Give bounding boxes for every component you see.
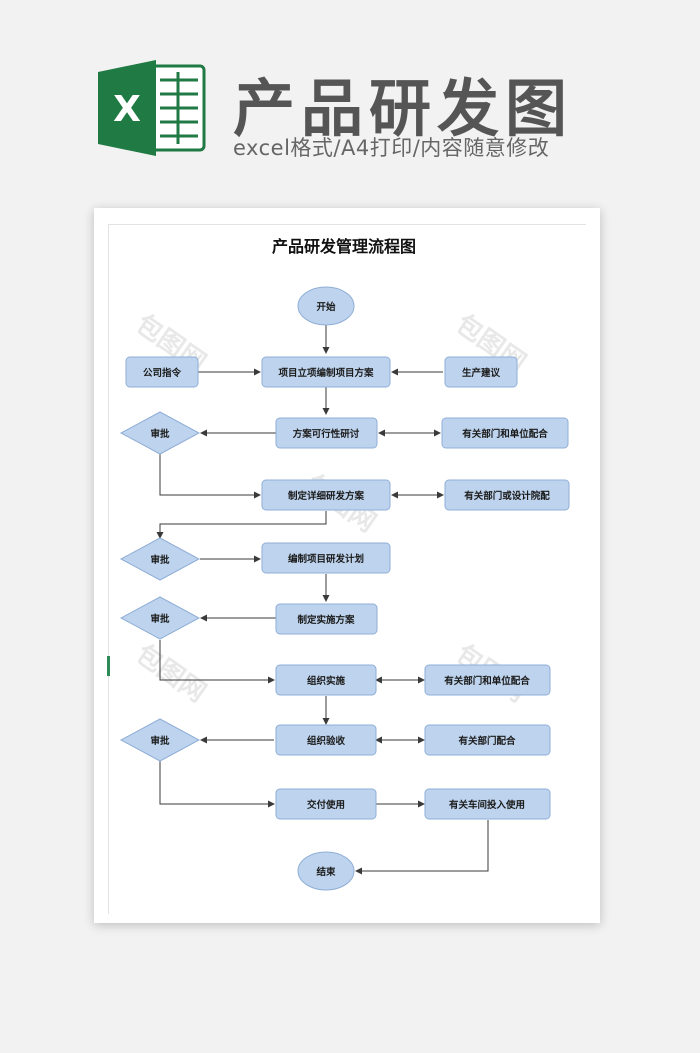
node-dept-cooperate-2-label: 有关部门和单位配合 <box>444 675 530 687</box>
node-feasibility: 方案可行性研讨 <box>275 417 378 449</box>
node-dept-design: 有关部门或设计院配 <box>444 479 570 511</box>
flowchart: 包图网 包图网 包图网 包图网 包图网 产品研发管理流程图 <box>119 237 570 891</box>
node-review-3: 审批 <box>119 596 201 640</box>
connectors <box>156 325 489 875</box>
node-review-3-label: 审批 <box>150 613 170 625</box>
node-review-2-label: 审批 <box>150 554 170 566</box>
node-project-plan: 项目立项编制项目方案 <box>261 356 391 388</box>
node-start-label: 开始 <box>316 301 336 313</box>
node-review-1: 审批 <box>119 411 201 455</box>
arrow-review4-to-delivery <box>159 761 275 808</box>
node-dept-cooperate-1: 有关部门和单位配合 <box>441 417 569 449</box>
node-project-plan-label: 项目立项编制项目方案 <box>278 367 374 379</box>
node-review-2: 审批 <box>119 537 201 581</box>
node-start: 开始 <box>297 286 355 326</box>
page-border-top <box>108 224 586 225</box>
node-dept-cooperate-3-label: 有关部门配合 <box>458 735 516 747</box>
node-delivery-label: 交付使用 <box>307 799 345 811</box>
arrow-review1-to-detail <box>159 454 261 499</box>
node-end-label: 结束 <box>315 866 336 878</box>
node-end: 结束 <box>297 851 355 891</box>
arrow-review3-to-organize <box>159 640 275 684</box>
node-organize-accept: 组织验收 <box>275 724 377 756</box>
sheet-marker <box>107 656 110 676</box>
excel-logo-letter: X <box>113 89 141 130</box>
document-preview: 包图网 包图网 包图网 包图网 包图网 产品研发管理流程图 <box>94 208 600 923</box>
node-review-1-label: 审批 <box>150 428 170 440</box>
node-company-order: 公司指令 <box>125 356 199 388</box>
node-review-4: 审批 <box>119 718 201 762</box>
node-dept-cooperate-3: 有关部门配合 <box>424 724 551 756</box>
node-delivery: 交付使用 <box>275 788 377 820</box>
node-dept-cooperate-1-label: 有关部门和单位配合 <box>462 428 548 440</box>
page-subtitle: excel格式/A4打印/内容随意修改 <box>233 136 550 160</box>
node-impl-plan: 制定实施方案 <box>275 603 378 635</box>
node-dept-cooperate-2: 有关部门和单位配合 <box>424 664 551 696</box>
node-impl-plan-label: 制定实施方案 <box>297 614 355 626</box>
watermark: 包图网 <box>130 638 212 708</box>
node-workshop-use-label: 有关车间投入使用 <box>449 799 525 811</box>
arrow-workshop-to-end <box>355 820 489 875</box>
node-organize-accept-label: 组织验收 <box>307 735 346 747</box>
node-detail-plan: 制定详细研发方案 <box>261 479 391 511</box>
node-feasibility-label: 方案可行性研讨 <box>293 428 360 440</box>
node-dev-schedule-label: 编制项目研发计划 <box>288 553 364 565</box>
node-organize-impl-label: 组织实施 <box>307 675 346 687</box>
node-dev-schedule: 编制项目研发计划 <box>261 542 391 574</box>
node-review-4-label: 审批 <box>150 735 170 747</box>
header: X 产品研发图 excel格式/A4打印/内容随意修改 <box>0 0 700 200</box>
node-detail-plan-label: 制定详细研发方案 <box>288 490 365 502</box>
node-production-advice: 生产建议 <box>444 356 518 388</box>
arrow-detail-to-review2 <box>156 511 327 539</box>
node-workshop-use: 有关车间投入使用 <box>424 788 551 820</box>
node-dept-design-label: 有关部门或设计院配 <box>464 490 550 502</box>
node-company-order-label: 公司指令 <box>143 367 182 379</box>
excel-icon: X <box>98 60 206 156</box>
flowchart-title: 产品研发管理流程图 <box>272 237 416 256</box>
node-production-advice-label: 生产建议 <box>462 367 501 379</box>
page-title: 产品研发图 <box>233 72 574 145</box>
node-organize-impl: 组织实施 <box>275 664 377 696</box>
page-border-left <box>108 224 109 914</box>
